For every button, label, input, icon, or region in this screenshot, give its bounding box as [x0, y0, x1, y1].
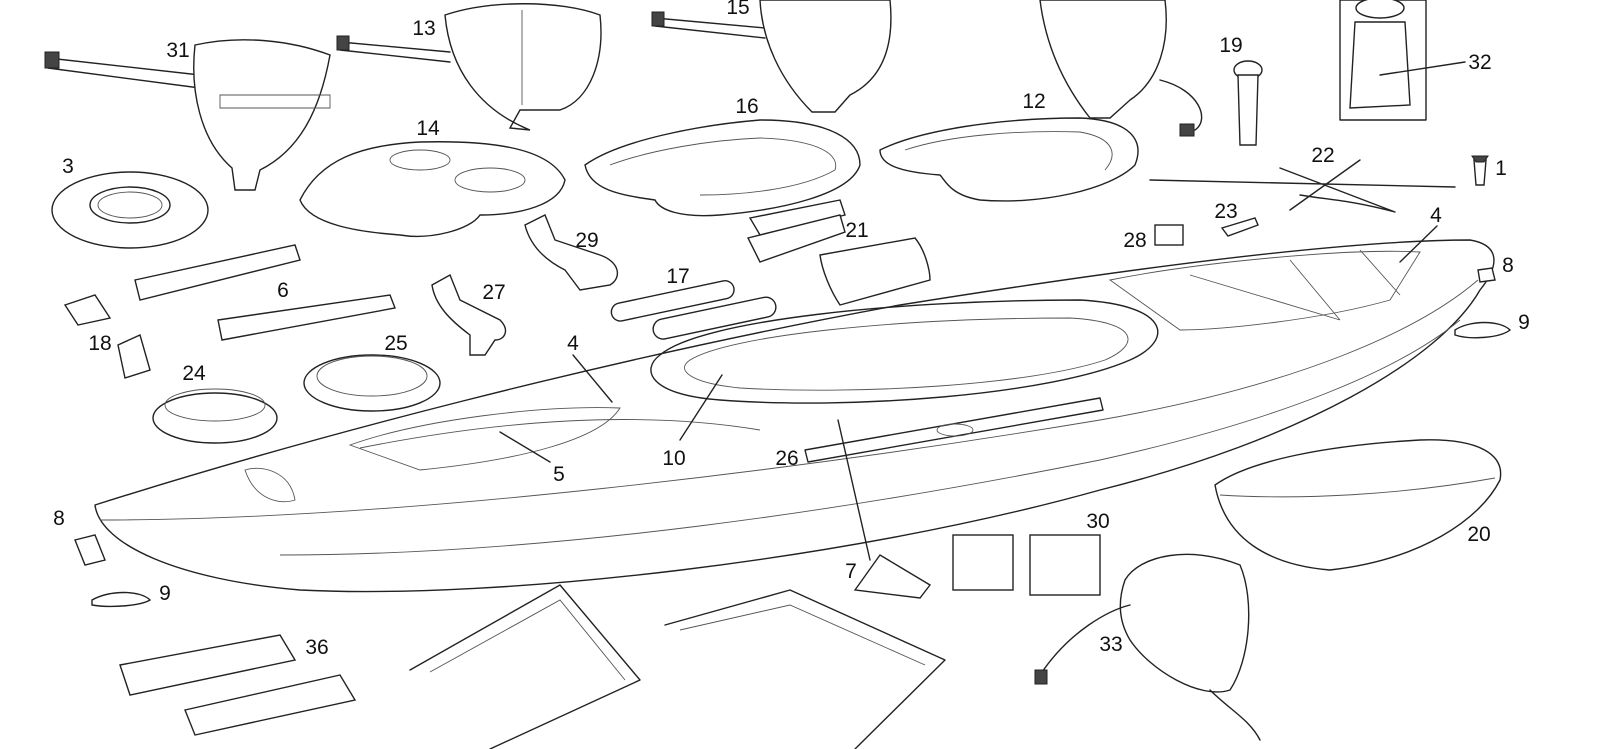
hatch-ring-3 — [51, 171, 209, 249]
label-9-left: 9 — [159, 582, 171, 605]
label-13: 13 — [412, 17, 435, 40]
drain-plug-1 — [1471, 155, 1489, 186]
label-29: 29 — [575, 229, 598, 252]
cooler-20 — [1214, 439, 1502, 571]
label-9-right: 9 — [1518, 311, 1530, 334]
label-17: 17 — [666, 265, 689, 288]
label-32: 32 — [1468, 51, 1491, 74]
track-6-upper — [134, 244, 301, 301]
seat-pad-12 — [879, 117, 1139, 202]
foot-9-left — [91, 591, 152, 608]
clamp-18-b — [117, 334, 151, 379]
seat-back-13 — [336, 3, 602, 131]
measuring-ruler — [804, 397, 1104, 463]
carry-handle-8-left — [74, 534, 106, 566]
label-33: 33 — [1099, 633, 1122, 656]
label-30: 30 — [1086, 510, 1109, 533]
label-28: 28 — [1123, 229, 1146, 252]
label-10: 10 — [662, 447, 685, 470]
clamp-18-a — [63, 294, 112, 326]
label-1: 1 — [1495, 157, 1507, 180]
label-21: 21 — [845, 219, 868, 242]
hatch-bag-32 — [1339, 0, 1466, 121]
label-19: 19 — [1219, 34, 1242, 57]
rod-holder-29 — [524, 214, 619, 291]
label-8-left: 8 — [53, 507, 65, 530]
label-4-left: 4 — [567, 332, 579, 355]
rod-holder-27 — [431, 274, 507, 356]
seat-pad-14 — [299, 141, 566, 237]
rod-rack-36 — [119, 634, 357, 736]
cover-21 — [746, 199, 931, 306]
bracket-7 — [853, 554, 932, 599]
label-5: 5 — [553, 463, 565, 486]
seat-frame-a — [409, 584, 641, 749]
part-labels: 31 13 15 19 32 16 12 14 3 22 1 21 23 28 … — [53, 0, 1530, 659]
carry-handle-8-right — [1477, 267, 1496, 283]
label-20: 20 — [1467, 523, 1490, 546]
bungee-22 — [1149, 159, 1456, 213]
label-16: 16 — [735, 95, 758, 118]
hatch-cover-25 — [303, 354, 441, 412]
label-6: 6 — [277, 279, 289, 302]
foot-9-right — [1454, 321, 1512, 339]
seat-back-upper-right — [1039, 0, 1203, 137]
label-36: 36 — [305, 636, 328, 659]
label-23: 23 — [1214, 200, 1237, 223]
label-4-right: 4 — [1430, 204, 1442, 227]
seat-pad-16 — [584, 119, 861, 217]
seat-33 — [1034, 553, 1261, 741]
label-14: 14 — [416, 117, 440, 140]
leader-lines — [499, 225, 1438, 561]
cleat-23 — [1220, 217, 1259, 237]
label-15: 15 — [726, 0, 749, 19]
seat-back-31 — [44, 39, 331, 191]
track-6-lower — [217, 294, 396, 341]
label-18: 18 — [88, 332, 111, 355]
hatch-cover-24 — [152, 388, 278, 444]
kayak-hull — [94, 239, 1495, 593]
foam-block-30-a — [952, 534, 1014, 591]
label-7: 7 — [845, 560, 857, 583]
pad-eye-28 — [1154, 224, 1184, 246]
label-24: 24 — [182, 362, 206, 385]
label-3: 3 — [62, 155, 74, 178]
label-31: 31 — [166, 39, 189, 62]
label-25: 25 — [384, 332, 407, 355]
foam-block-30-b — [1029, 534, 1101, 596]
label-27: 27 — [482, 281, 505, 304]
label-22: 22 — [1311, 144, 1334, 167]
label-12: 12 — [1022, 90, 1045, 113]
tubes-17 — [610, 280, 777, 340]
seat-back-15 — [651, 0, 892, 113]
seat-frame-b — [664, 589, 946, 749]
label-8-right: 8 — [1502, 254, 1514, 277]
rod-holder-19 — [1233, 60, 1263, 146]
label-26: 26 — [775, 447, 798, 470]
